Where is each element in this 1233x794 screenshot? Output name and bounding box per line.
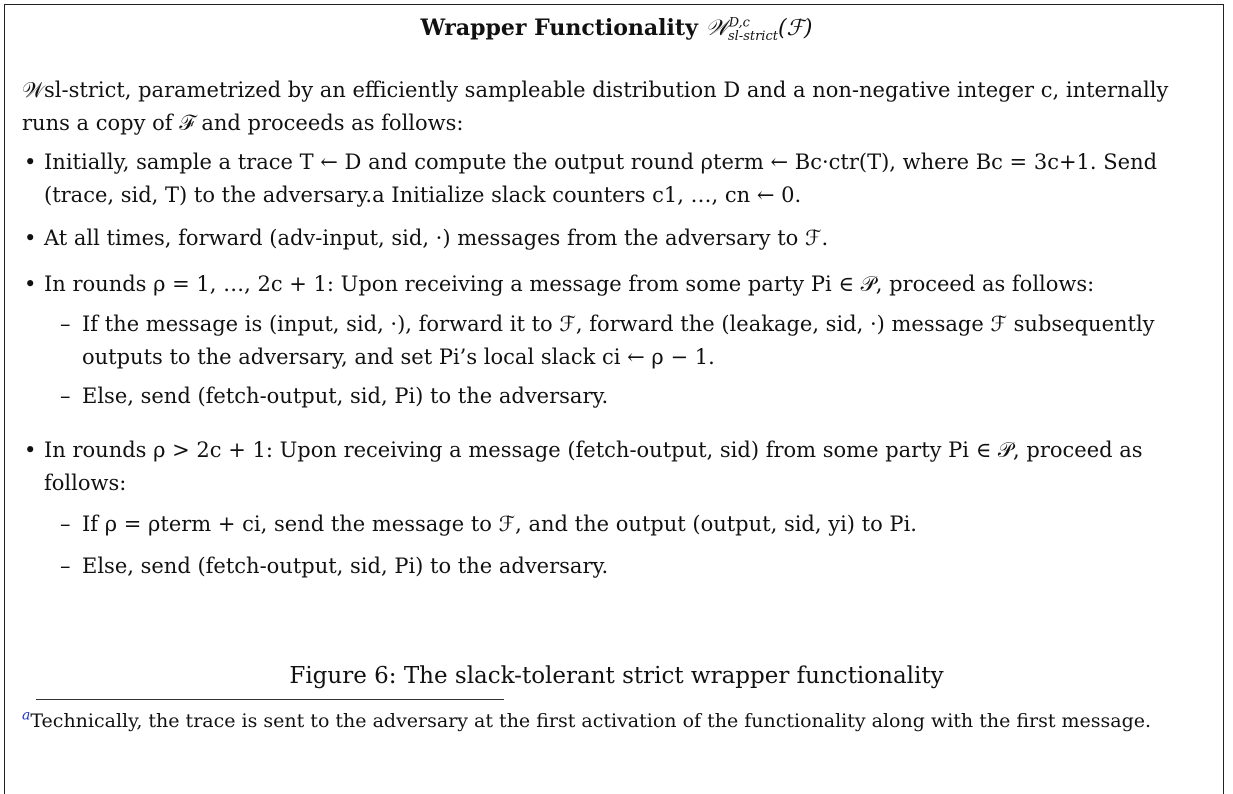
title-symbol: 𝒲D,csl-strict(ℱ) xyxy=(705,15,813,45)
bullet-text: In rounds ρ > 2c + 1: Upon receiving a m… xyxy=(44,438,1143,495)
figure-frame xyxy=(4,4,1224,794)
sub-item-text: Else, send (fetch-output, sid, Pi) to th… xyxy=(82,554,609,578)
bullet-item-initially: • Initially, sample a trace T ← D and co… xyxy=(22,146,1212,216)
figure-caption: Figure 6: The slack-tolerant strict wrap… xyxy=(289,663,944,689)
footnote-text: Technically, the trace is sent to the ad… xyxy=(30,710,1152,732)
footnote: aTechnically, the trace is sent to the a… xyxy=(22,707,1212,735)
bullet-text: Initially, sample a trace T ← D and comp… xyxy=(44,150,1158,207)
title-bold: Wrapper Functionality xyxy=(420,15,698,41)
bullet-text: In rounds ρ = 1, …, 2c + 1: Upon receivi… xyxy=(44,272,1095,296)
sub-item-text: If ρ = ρterm + ci, send the message to ℱ… xyxy=(82,512,917,536)
sub-item-text: If the message is (input, sid, ·), forwa… xyxy=(82,312,1155,369)
sub-item-text: Else, send (fetch-output, sid, Pi) to th… xyxy=(82,384,609,408)
footnote-rule xyxy=(36,699,504,700)
figure-title: Wrapper Functionality 𝒲D,csl-strict(ℱ) xyxy=(0,12,1233,45)
intro-paragraph: 𝒲sl-strict, parametrized by an efficient… xyxy=(22,78,1169,135)
footnote-marker: a xyxy=(22,707,31,724)
bullet-text: At all times, forward (adv-input, sid, ·… xyxy=(44,226,829,250)
